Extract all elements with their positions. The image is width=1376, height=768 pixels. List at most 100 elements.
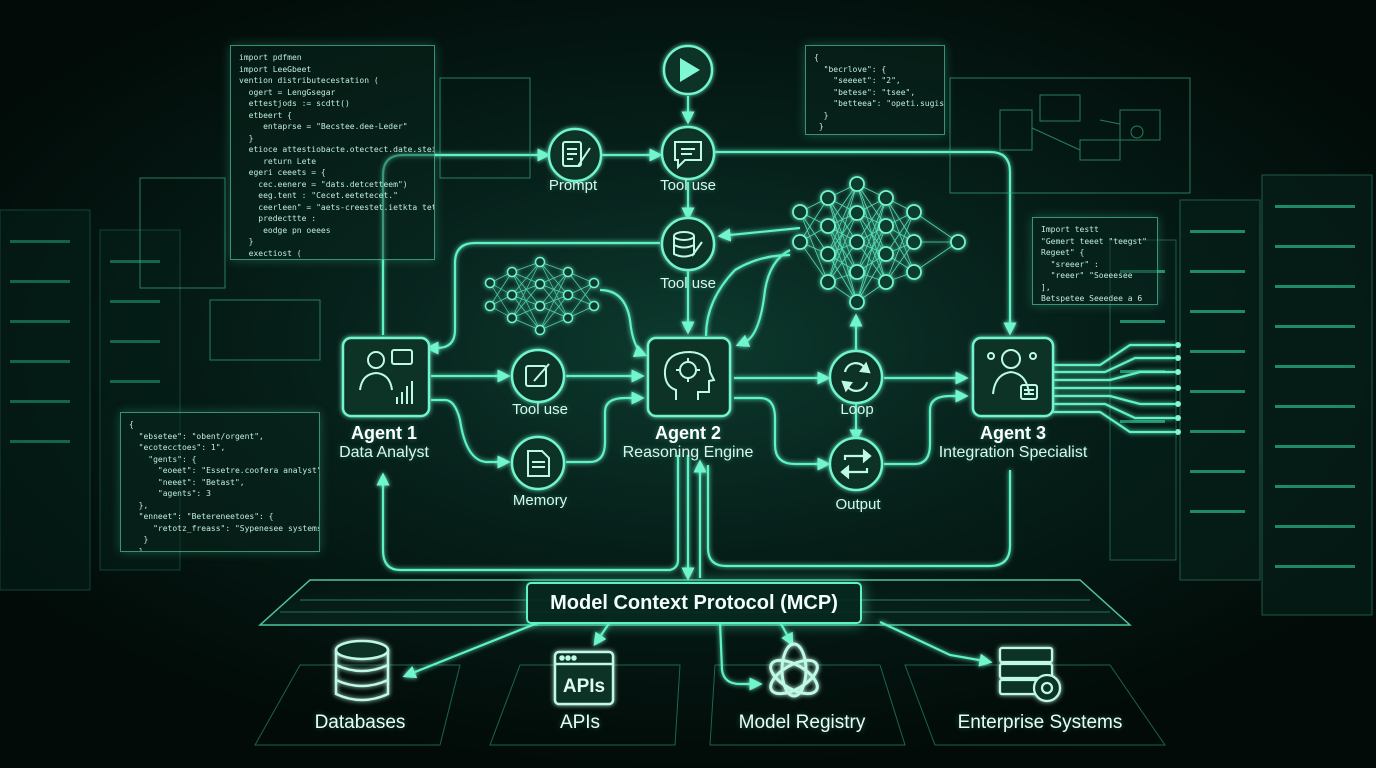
- code-line: ettestjods := scdtt(): [239, 99, 350, 108]
- api-icon-text: APIs: [563, 676, 605, 697]
- code-line: eeg.tent : "Cecet.eetetecet.": [239, 191, 398, 200]
- code-line: "agents": 3: [129, 489, 211, 498]
- server-racks-right: [1109, 174, 1373, 616]
- agent-1-title: Agent 1: [350, 423, 418, 443]
- agent-3-box: [971, 336, 1055, 418]
- label-prompt: Prompt: [548, 177, 598, 194]
- code-panel-top-right: { "becrlove": { "seeeet": "2", "betese":…: [805, 45, 945, 135]
- code-line: Regeet" {: [1041, 248, 1085, 257]
- code-line: {: [129, 420, 134, 429]
- mcp-protocol-label: Model Context Protocol (MCP): [550, 591, 838, 614]
- code-line: }: [814, 122, 824, 131]
- code-line: ceerleen" = "aets-creestet.ietkta tetlet…: [258, 202, 434, 212]
- code-line: exectiost (: [239, 248, 302, 258]
- code-line: "ebsetee": "obent/orgent",: [129, 431, 264, 441]
- connection-lines: [376, 96, 1175, 691]
- node-tool-use-top: [660, 125, 716, 181]
- code-line: import pdfmen: [239, 53, 302, 62]
- code-line: "eoeet": "Essetre.coofera analyst",: [129, 466, 320, 475]
- chat-bubble-icon: [674, 141, 702, 170]
- code-line: eodge pn oeees: [239, 225, 331, 235]
- fanout-endpoints: [1175, 342, 1181, 435]
- database-edit-icon: [673, 231, 703, 258]
- code-line: ogert = LengGsegar: [239, 87, 336, 97]
- label-tool-use-left: Tool use: [512, 401, 568, 418]
- code-line: }: [129, 535, 149, 544]
- neural-network-left-icon: [484, 256, 600, 336]
- code-line: entaprse = "Becstee.dee-Leder": [239, 122, 408, 131]
- label-loop: Loop: [840, 401, 874, 418]
- data-panel-decorations: [139, 77, 1191, 361]
- label-memory: Memory: [512, 492, 568, 509]
- code-line: etbeert {: [239, 110, 292, 120]
- code-panel-bottom-left: { "ebsetee": "obent/orgent", "ecotecctoe…: [120, 412, 320, 552]
- agent-1-box: [341, 336, 431, 418]
- agent-2-role: Reasoning Engine: [622, 444, 754, 461]
- loop-arrows-icon: [841, 361, 871, 393]
- label-output: Output: [835, 496, 881, 513]
- node-output: [828, 436, 884, 492]
- code-line: return Lete: [239, 156, 317, 166]
- analyst-person-icon: [359, 349, 413, 404]
- code-line: "betese": "tsee",: [814, 87, 916, 97]
- enterprise-server-gear-icon: [998, 646, 1062, 703]
- code-line: Import testt: [1041, 225, 1099, 234]
- node-loop: [828, 349, 884, 405]
- code-line: }: [814, 110, 829, 120]
- api-window-icon: APIs: [553, 650, 615, 706]
- agent-3-title: Agent 3: [979, 423, 1047, 443]
- code-panel-right: Import testt"Gemert teeet "teegst"Regeet…: [1032, 217, 1158, 305]
- code-line: retesr betesbsst: [239, 259, 426, 260]
- brain-head-icon: [663, 350, 716, 400]
- code-line: egeri ceeets = {: [239, 168, 326, 177]
- code-line: "ecotecctoes": 1",: [129, 443, 226, 452]
- code-line: }: [129, 546, 144, 552]
- mcp-protocol-box: Model Context Protocol (MCP): [526, 582, 862, 624]
- repeat-icon: [840, 448, 872, 480]
- specialist-person-icon: [987, 349, 1038, 400]
- code-line: }: [814, 133, 936, 135]
- resource-model-registry-label: Model Registry: [738, 712, 866, 733]
- database-icon: [334, 639, 390, 702]
- node-memory: [510, 435, 566, 491]
- neural-network-right-icon: [792, 176, 966, 310]
- code-line: },: [129, 500, 149, 510]
- code-line: {: [814, 53, 819, 62]
- code-line: vention distributecestation (: [239, 76, 379, 85]
- node-tool-use-mid: [660, 216, 716, 272]
- code-panel-top-left: import pdfmen import LeeGbeet vention dist…: [230, 45, 435, 260]
- file-icon: [527, 450, 550, 477]
- code-line: "seeeet": "2",: [814, 76, 901, 85]
- code-line: "retotz_freass": "Sypenesee systems": [129, 523, 320, 533]
- code-line: cec.eenere = "dats.detcetteem"): [239, 179, 408, 189]
- code-line: ],: [1041, 282, 1051, 292]
- resource-enterprise-systems-label: Enterprise Systems: [957, 712, 1123, 733]
- label-tool-use-top: Tool use: [660, 177, 716, 194]
- resource-apis-label: APIs: [559, 712, 601, 733]
- code-line: }: [239, 237, 254, 246]
- node-tool-use-left: [510, 348, 566, 404]
- agent-2-title: Agent 2: [654, 423, 722, 443]
- code-line: "neeet": "Betast",: [129, 477, 245, 487]
- code-line: "gents": {: [129, 454, 197, 464]
- code-line: "sreeer" :: [1041, 259, 1099, 269]
- code-line: }: [239, 133, 254, 143]
- code-line: import LeeGbeet: [239, 64, 312, 74]
- node-start: [662, 44, 714, 96]
- document-pen-icon: [562, 141, 591, 167]
- agent-3-role: Integration Specialist: [938, 444, 1088, 461]
- code-line: "enneet": "Betereneetoes": {: [129, 512, 274, 521]
- play-icon: [680, 58, 700, 82]
- node-prompt: [547, 127, 603, 183]
- code-line: "becrlove": {: [814, 64, 887, 74]
- agent-1-role: Data Analyst: [339, 444, 429, 461]
- model-registry-knot-icon: [769, 642, 819, 698]
- agent-2-box: [646, 336, 732, 418]
- resource-databases-label: Databases: [314, 712, 406, 733]
- edit-icon: [525, 363, 550, 387]
- code-line: "betteea": "opeti.sugistry": [833, 99, 945, 108]
- code-line: etioce attestiobacte.otectect.date.steit…: [239, 145, 435, 154]
- code-line: Betspetee Seeedee a 6: [1041, 294, 1143, 303]
